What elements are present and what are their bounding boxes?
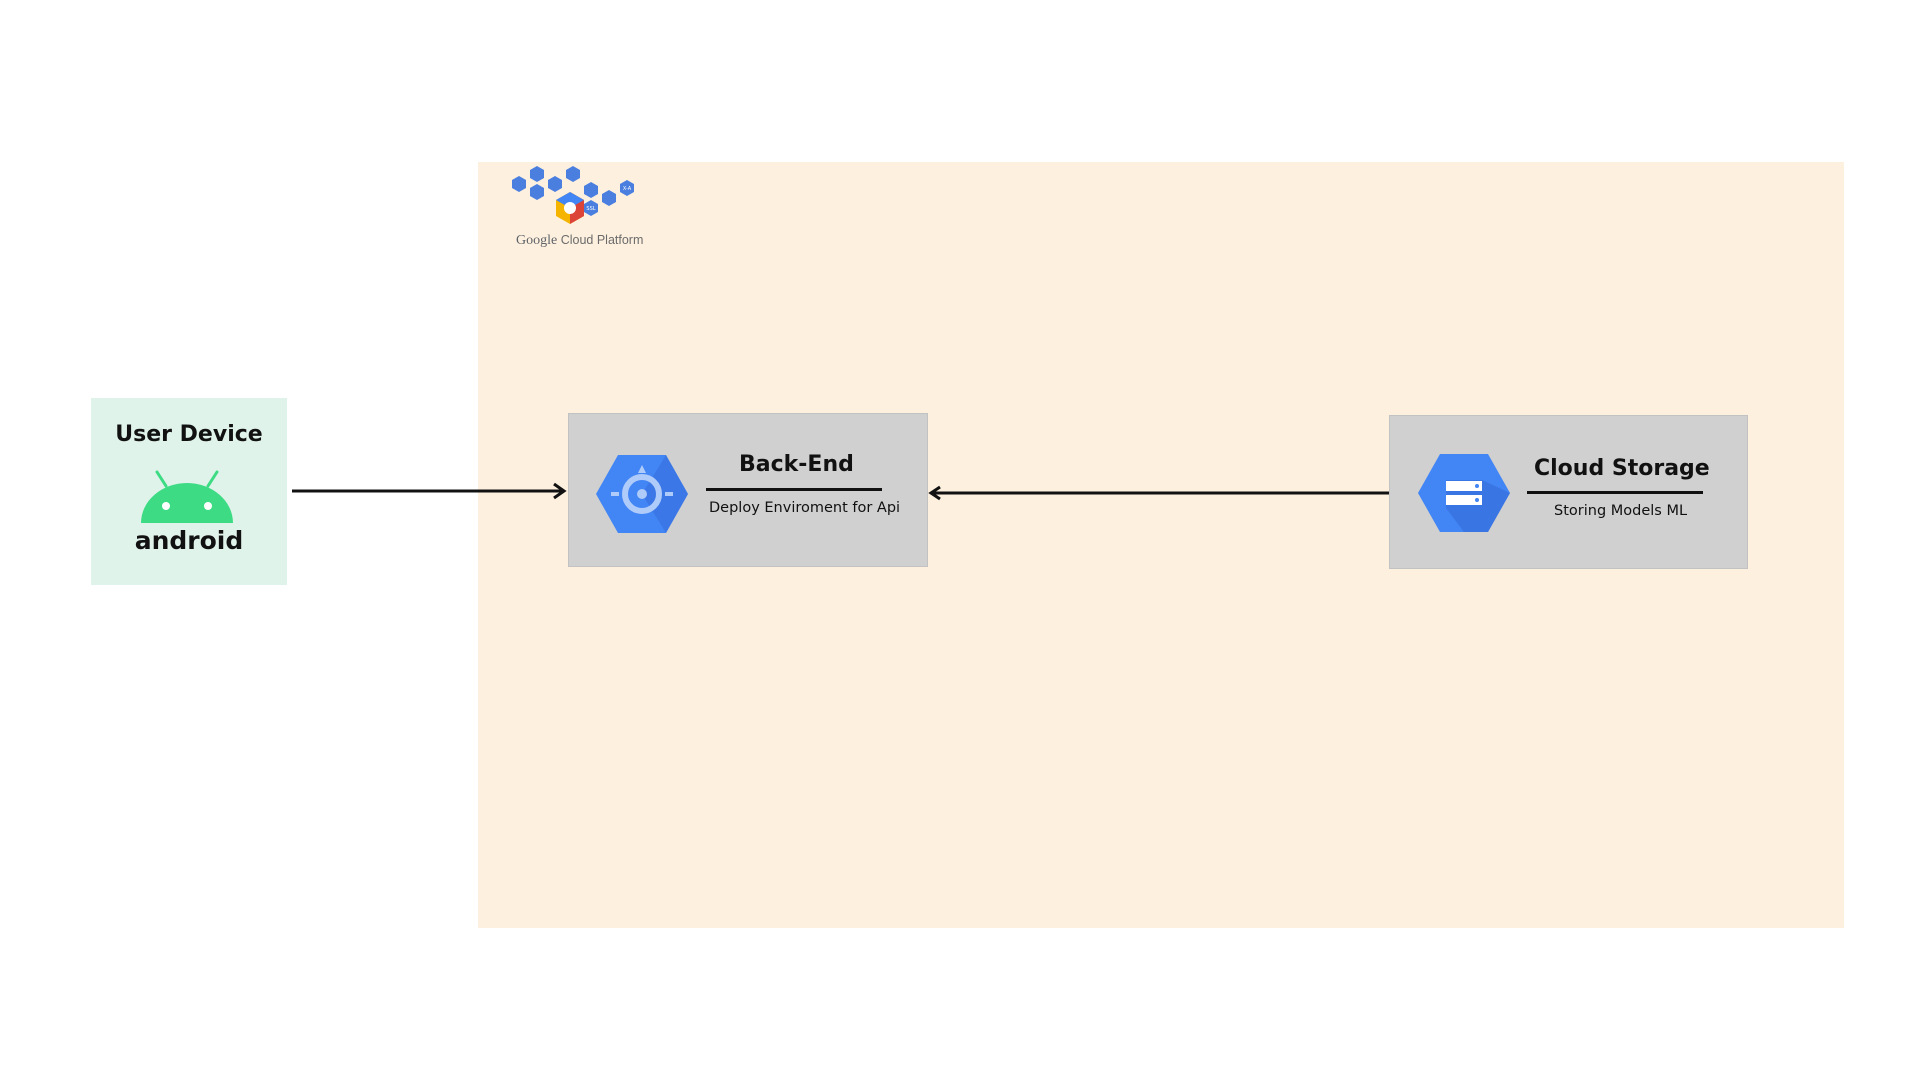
app-engine-icon bbox=[596, 455, 688, 533]
gcp-hexagon-cluster-icon: SSL X-A bbox=[512, 166, 634, 224]
user-device-title: User Device bbox=[115, 422, 263, 447]
android-robot-icon bbox=[141, 470, 233, 523]
svg-text:X-A: X-A bbox=[623, 186, 632, 192]
cloud-storage-icon bbox=[1418, 454, 1510, 532]
gcp-logo-platform: Cloud Platform bbox=[560, 233, 644, 247]
cloud-storage-title: Cloud Storage bbox=[1534, 456, 1710, 481]
user-device-box: User Device android bbox=[91, 398, 287, 585]
backend-title-underline bbox=[706, 488, 882, 491]
backend-subtitle: Deploy Enviroment for Api bbox=[709, 500, 901, 516]
cloud-storage-subtitle: Storing Models ML bbox=[1554, 503, 1688, 519]
gcp-logo-google: Google bbox=[516, 233, 558, 248]
svg-text:SSL: SSL bbox=[586, 206, 595, 212]
backend-title: Back-End bbox=[739, 452, 854, 477]
cloud-storage-title-underline bbox=[1527, 491, 1703, 494]
backend-box: Back-End Deploy Enviroment for Api bbox=[568, 413, 928, 567]
gcp-logo-text: Google Cloud Platform bbox=[516, 233, 643, 249]
android-wordmark: android bbox=[134, 526, 244, 555]
cloud-storage-box: Cloud Storage Storing Models ML bbox=[1389, 415, 1748, 569]
